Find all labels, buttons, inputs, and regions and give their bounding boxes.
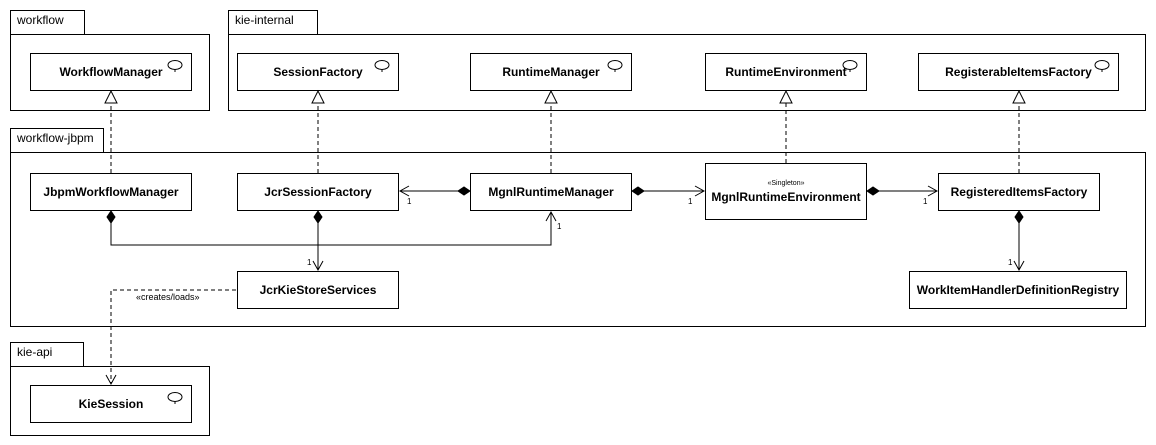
multiplicity-mgnl-runtime-manager: 1: [557, 222, 562, 231]
package-tab-kie-internal: kie-internal: [228, 10, 318, 35]
class-mgnl-runtime-manager[interactable]: MgnlRuntimeManager: [470, 173, 632, 211]
class-name-registerable-items-factory: RegisterableItemsFactory: [945, 65, 1092, 79]
class-registered-items-factory[interactable]: RegisteredItemsFactory: [938, 173, 1100, 211]
class-name-workflow-manager: WorkflowManager: [59, 65, 163, 79]
package-label-kie-internal: kie-internal: [235, 13, 294, 27]
class-name-work-item-handler-definition-registry: WorkItemHandlerDefinitionRegistry: [916, 283, 1120, 297]
interface-icon: [374, 60, 390, 72]
realization-mgnl-runtime-manager-to-runtime-manager: [544, 89, 558, 173]
multiplicity-jcr-kie-store-services: 1: [307, 258, 312, 267]
class-name-runtime-environment: RuntimeEnvironment: [725, 65, 847, 79]
composition-mgnl-runtime-manager-to-mgnl-runtime-environment: [631, 185, 706, 197]
multiplicity-registered-items-factory: 1: [923, 197, 928, 206]
realization-jbpm-workflow-manager-to-workflow-manager: [104, 89, 118, 173]
stereotype-singleton: «Singleton»: [767, 179, 805, 187]
package-label-workflow: workflow: [17, 13, 64, 27]
interface-icon: [167, 392, 183, 404]
interface-icon: [842, 60, 858, 72]
realization-registered-items-factory-to-registerable-items-factory: [1012, 89, 1026, 173]
dependency-jcr-kie-store-services-to-kie-session: [105, 289, 236, 386]
realization-mgnl-runtime-environment-to-runtime-environment: [779, 89, 793, 163]
class-mgnl-runtime-environment[interactable]: «Singleton» MgnlRuntimeEnvironment: [705, 163, 867, 220]
class-name-mgnl-runtime-environment: MgnlRuntimeEnvironment: [711, 189, 861, 204]
multiplicity-jcr-session-factory: 1: [407, 197, 412, 206]
package-tab-workflow: workflow: [10, 10, 85, 35]
class-jcr-kie-store-services[interactable]: JcrKieStoreServices: [237, 271, 399, 309]
class-jbpm-workflow-manager[interactable]: JbpmWorkflowManager: [30, 173, 192, 211]
composition-jcr-session-factory-to-jcr-kie-store-services: [312, 210, 324, 272]
class-jcr-session-factory[interactable]: JcrSessionFactory: [237, 173, 399, 211]
class-work-item-handler-definition-registry[interactable]: WorkItemHandlerDefinitionRegistry: [909, 271, 1127, 309]
interface-icon: [167, 60, 183, 72]
composition-registered-items-factory-to-work-item-handler-definition-registry: [1013, 210, 1025, 272]
package-label-workflow-jbpm: workflow-jbpm: [17, 131, 94, 145]
composition-mgnl-runtime-manager-to-jcr-session-factory: [398, 185, 471, 197]
class-runtime-manager[interactable]: RuntimeManager: [470, 53, 632, 91]
class-session-factory[interactable]: SessionFactory: [237, 53, 399, 91]
class-name-jcr-session-factory: JcrSessionFactory: [264, 185, 372, 199]
class-name-session-factory: SessionFactory: [273, 65, 363, 79]
class-workflow-manager[interactable]: WorkflowManager: [30, 53, 192, 91]
interface-icon: [1094, 60, 1110, 72]
class-name-mgnl-runtime-manager: MgnlRuntimeManager: [488, 185, 614, 199]
class-name-jbpm-workflow-manager: JbpmWorkflowManager: [43, 185, 179, 199]
class-runtime-environment[interactable]: RuntimeEnvironment: [705, 53, 867, 91]
class-kie-session[interactable]: KieSession: [30, 385, 192, 423]
multiplicity-work-item-handler-definition-registry: 1: [1008, 258, 1013, 267]
realization-jcr-session-factory-to-session-factory: [311, 89, 325, 173]
composition-mgnl-runtime-environment-to-registered-items-factory: [866, 185, 939, 197]
class-name-jcr-kie-store-services: JcrKieStoreServices: [259, 283, 377, 297]
class-name-runtime-manager: RuntimeManager: [502, 65, 600, 79]
class-name-kie-session: KieSession: [78, 397, 144, 411]
package-label-kie-api: kie-api: [17, 345, 53, 359]
multiplicity-mgnl-runtime-environment: 1: [688, 197, 693, 206]
edge-label-creates-loads: «creates/loads»: [136, 292, 200, 302]
class-name-registered-items-factory: RegisteredItemsFactory: [950, 185, 1088, 199]
interface-icon: [607, 60, 623, 72]
composition-jbpm-workflow-manager-to-mgnl-runtime-manager: [106, 210, 557, 246]
class-registerable-items-factory[interactable]: RegisterableItemsFactory: [918, 53, 1119, 91]
